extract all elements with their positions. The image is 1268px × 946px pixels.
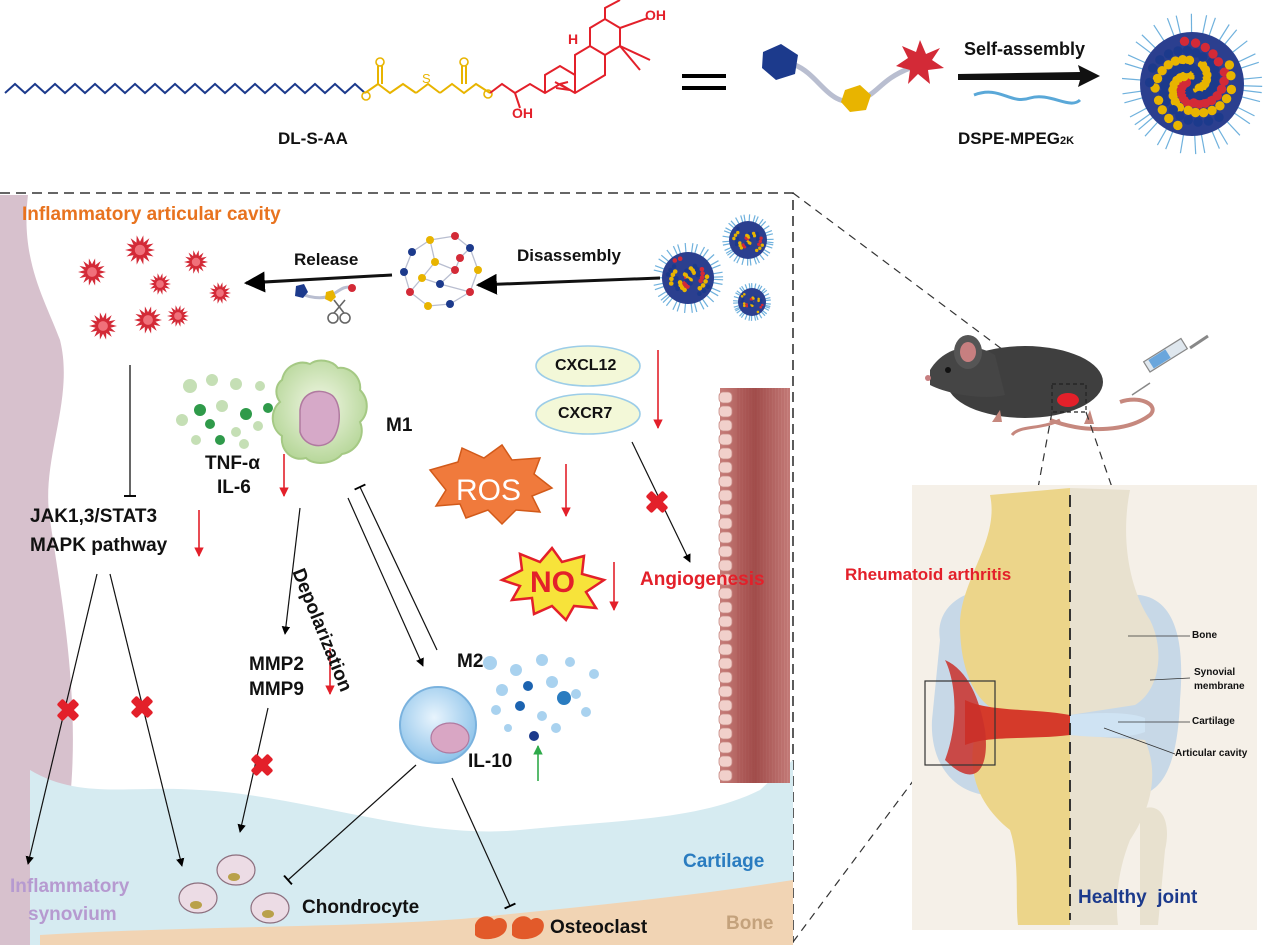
cartoon-molecule-icon <box>762 40 944 112</box>
self-assembly-label: Self-assembly <box>964 39 1086 59</box>
cxcr7-label: CXCR7 <box>558 405 613 422</box>
h-label: H <box>568 31 579 47</box>
cartilage-label: Cartilage <box>683 851 765 872</box>
m2-macrophage-icon <box>399 686 477 764</box>
disassembly-arrow <box>475 273 661 295</box>
osteoclast-icons <box>475 916 544 940</box>
synovium-region <box>0 195 80 945</box>
bone-label: Bone <box>726 913 774 934</box>
release-arrow <box>243 271 393 293</box>
joint-bone-label: Bone <box>1192 630 1217 641</box>
ra-label: Rheumatoid arthritis <box>845 565 1012 584</box>
chondrocyte-icons <box>178 854 290 924</box>
zoom-line-bottom <box>792 764 926 943</box>
block-cross-icons <box>57 491 668 776</box>
ros-label: ROS <box>456 474 522 507</box>
jak-label-1: JAK1,3/STAT3 <box>30 506 158 527</box>
m1-macrophage-icon <box>271 359 368 464</box>
osteoclast-label: Osteoclast <box>550 917 648 938</box>
equals-sign <box>682 74 726 90</box>
syringe-icon <box>1131 334 1209 396</box>
no-label: NO <box>530 566 575 599</box>
m2-label: M2 <box>457 651 484 672</box>
mmp2-label: MMP2 <box>249 654 304 675</box>
joint-synovial-label-1: Synovial <box>1194 667 1236 678</box>
cxcl12-label: CXCL12 <box>555 357 617 374</box>
bone-region <box>40 880 793 945</box>
joint-cavity-label: Articular cavity <box>1175 748 1248 759</box>
cxcr7-badge <box>535 393 641 435</box>
scissors-icon <box>295 284 356 324</box>
joint-cartilage-label: Cartilage <box>1192 716 1235 727</box>
cartilage-region <box>30 760 793 945</box>
dspe-label: DSPE-MPEG2K <box>958 129 1075 149</box>
mouse-icon <box>925 335 1155 437</box>
chondrocyte-label: Chondrocyte <box>302 897 420 918</box>
joint-illustration <box>912 485 1257 930</box>
oh-top-label: OH <box>645 7 666 23</box>
self-assembly-arrow <box>958 65 1100 87</box>
joint-synovial-label-2: membrane <box>1194 681 1245 692</box>
release-label: Release <box>294 250 359 269</box>
synovium-label-1: Inflammatory <box>10 876 130 897</box>
nanoparticle-small-icon <box>652 214 774 321</box>
cxcl12-badge <box>535 345 641 387</box>
ros-burst-icon <box>428 443 554 526</box>
dspe-label-sub: 2K <box>1060 135 1075 147</box>
healthy-joint-label: Healthy joint <box>1078 887 1198 908</box>
blood-vessel <box>718 388 790 783</box>
mmp9-label: MMP9 <box>249 679 304 700</box>
jak-label-2: MAPK pathway <box>30 535 168 556</box>
dl-s-aa-structure <box>4 0 651 109</box>
synovium-label-2: synovium <box>28 904 117 925</box>
disassembled-network-icon <box>400 232 482 310</box>
no-burst-icon <box>498 545 607 623</box>
m1-cytokine-dots <box>176 374 273 449</box>
released-drug-icon <box>78 235 231 340</box>
dspe-label-main: DSPE-MPEG <box>958 129 1061 148</box>
il6-label: IL-6 <box>217 477 251 498</box>
angiogenesis-label: Angiogenesis <box>640 569 765 590</box>
down-arrow-icons <box>194 350 663 695</box>
compound-label: DL-S-AA <box>278 129 348 148</box>
nanoparticle-large-icon <box>1121 13 1263 155</box>
il10-label: IL-10 <box>468 751 513 772</box>
tnf-label: TNF-α <box>205 453 260 474</box>
m2-cytokine-dots <box>483 654 599 741</box>
cavity-title: Inflammatory articular cavity <box>22 204 281 225</box>
m1-label: M1 <box>386 415 413 436</box>
s-label: S <box>422 71 431 86</box>
disassembly-label: Disassembly <box>517 246 621 265</box>
oh-bottom-label: OH <box>512 105 533 121</box>
dspe-polymer-icon <box>973 90 1082 105</box>
